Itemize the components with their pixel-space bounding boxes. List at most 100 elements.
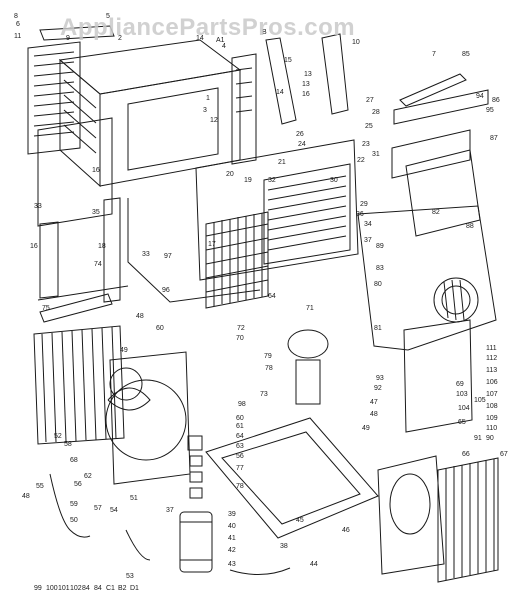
- callout-label: 62: [84, 473, 92, 480]
- callout-label: 44: [310, 561, 318, 568]
- callout-label: 19: [244, 177, 252, 184]
- callout-label: 61: [236, 423, 244, 430]
- callout-label: 72: [237, 325, 245, 332]
- callout-label: 37: [364, 237, 372, 244]
- callout-label: B2: [118, 585, 127, 592]
- callout-label: 64: [268, 293, 276, 300]
- front-cover: [195, 139, 359, 281]
- callout-label: 78: [265, 365, 273, 372]
- callout-label: 56: [74, 481, 82, 488]
- callout-label: 41: [228, 535, 236, 542]
- callout-label: 79: [264, 353, 272, 360]
- callout-label: 95: [486, 107, 494, 114]
- callout-label: 17: [208, 241, 216, 248]
- callout-label: 9: [66, 35, 70, 42]
- callout-label: 20: [226, 171, 234, 178]
- callout-label: 98: [238, 401, 246, 408]
- callout-label: 13: [304, 71, 312, 78]
- rear-grille: [437, 457, 499, 583]
- callout-label: 75: [42, 305, 50, 312]
- callout-label: 14: [196, 35, 204, 42]
- callout-label: 64: [236, 433, 244, 440]
- callout-label: 7: [432, 51, 436, 58]
- callout-label: 77: [236, 465, 244, 472]
- callout-label: 56: [236, 453, 244, 460]
- callout-label: 49: [362, 425, 370, 432]
- callout-label: 28: [372, 109, 380, 116]
- callout-label: 55: [36, 483, 44, 490]
- callout-label: 107: [486, 391, 498, 398]
- callout-label: 71: [306, 305, 314, 312]
- callout-label: 86: [492, 97, 500, 104]
- callout-label: 89: [376, 243, 384, 250]
- callout-label: 104: [458, 405, 470, 412]
- callout-label: 29: [360, 201, 368, 208]
- callout-label: 37: [166, 507, 174, 514]
- callout-label: 87: [490, 135, 498, 142]
- callout-label: 111: [486, 345, 497, 352]
- callout-label: 42: [228, 547, 236, 554]
- callout-label: 47: [370, 399, 378, 406]
- callout-label: 4: [222, 43, 226, 50]
- callout-label: 68: [70, 457, 78, 464]
- callout-label: 113: [486, 367, 497, 374]
- callout-label: 70: [236, 335, 244, 342]
- callout-label: 93: [376, 375, 384, 382]
- callout-label: 50: [70, 517, 78, 524]
- callout-label: 109: [486, 415, 498, 422]
- callout-label: 51: [130, 495, 138, 502]
- callout-label: 53: [126, 573, 134, 580]
- callout-label: 80: [374, 281, 382, 288]
- callout-label: 31: [372, 151, 380, 158]
- callout-label: 106: [486, 379, 498, 386]
- callout-label: 33: [34, 203, 42, 210]
- callout-label: 48: [136, 313, 144, 320]
- callout-label: 23: [362, 141, 370, 148]
- callout-label: 81: [374, 325, 382, 332]
- callout-label: 16: [30, 243, 38, 250]
- callout-label: 18: [98, 243, 106, 250]
- callout-label: 96: [162, 287, 170, 294]
- callout-label: 40: [228, 523, 236, 530]
- callout-label: 90: [486, 435, 494, 442]
- callout-label: 1: [206, 95, 210, 102]
- callout-label: 32: [268, 177, 276, 184]
- callout-label: 83: [376, 265, 384, 272]
- callout-label: 12: [210, 117, 218, 124]
- callout-label: 58: [64, 441, 72, 448]
- callout-label: 16: [302, 91, 310, 98]
- callout-label: 49: [120, 347, 128, 354]
- callout-label: C1: [106, 585, 115, 592]
- callout-label: 46: [342, 527, 350, 534]
- callout-label: 48: [22, 493, 30, 500]
- callout-label: 97: [164, 253, 172, 260]
- callout-label: 6: [16, 21, 20, 28]
- callout-label: 67: [500, 451, 508, 458]
- callout-label: 5: [106, 13, 110, 20]
- callout-label: 94: [476, 93, 484, 100]
- callout-label: 24: [298, 141, 306, 148]
- condenser-coil: [33, 325, 125, 445]
- callout-label: 105: [474, 397, 486, 404]
- callout-label: 57: [94, 505, 102, 512]
- callout-label: 27: [366, 97, 374, 104]
- callout-label: 85: [462, 51, 470, 58]
- callout-label: 22: [357, 157, 365, 164]
- callout-label: 82: [432, 209, 440, 216]
- callout-label: 92: [374, 385, 382, 392]
- callout-label: 25: [365, 123, 373, 130]
- callout-label: 38: [280, 543, 288, 550]
- callout-label: 59: [70, 501, 78, 508]
- front-grille-panel: [27, 41, 81, 155]
- filter-grille: [205, 211, 269, 309]
- callout-label: 73: [260, 391, 268, 398]
- callout-label: 13: [302, 81, 310, 88]
- callout-label: 39: [228, 511, 236, 518]
- callout-label: 36: [356, 211, 364, 218]
- callout-label: 110: [486, 425, 497, 432]
- callout-label: 33: [142, 251, 150, 258]
- cabinet: [58, 39, 242, 188]
